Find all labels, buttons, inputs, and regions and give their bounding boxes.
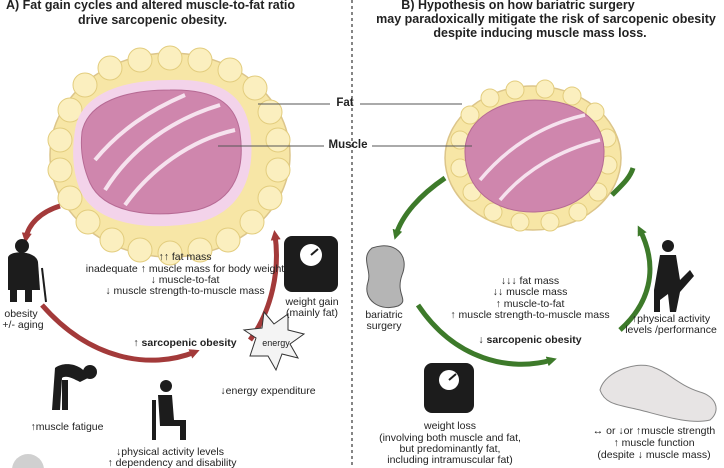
- green-arrow-right: [618, 225, 653, 332]
- aging-label: +/- aging: [2, 319, 44, 331]
- weight-loss-detail-1: (involving both muscle and fat,: [379, 432, 521, 444]
- activity-levels-label: ↓physical activity levels: [116, 446, 224, 458]
- panel-b-strength-ratio: ↑ muscle strength-to-muscle mass: [450, 309, 610, 321]
- dependency-label: ↑ dependency and disability: [107, 457, 237, 468]
- muscle-fascicles-small: [478, 113, 601, 202]
- scale-icon-b: [424, 363, 474, 413]
- panel-b-title-line1: B) Hypothesis on how bariatric surgery: [401, 0, 635, 12]
- weight-gain-detail: (mainly fat): [286, 307, 338, 319]
- weight-loss-detail-2: but predominantly fat,: [399, 443, 501, 455]
- panel-b-muscle-to-fat: ↑ muscle-to-fat: [495, 298, 565, 310]
- panel-b-fat-mass: ↓↓↓ fat mass: [500, 275, 560, 287]
- bariatric-label: bariatric: [365, 309, 403, 321]
- muscle-label: Muscle: [328, 139, 368, 151]
- despite-label: (despite ↓ muscle mass): [597, 449, 711, 461]
- elderly-person-icon: [8, 239, 47, 303]
- muscle-tissue-small: [464, 99, 605, 213]
- panel-a-muscle-to-fat: ↓ muscle-to-fat: [150, 274, 220, 286]
- energy-badge: energy: [262, 338, 290, 348]
- weight-loss-label: weight loss: [424, 420, 476, 432]
- muscle-tissue-large: [80, 89, 242, 215]
- muscle-fascicles-large: [93, 93, 236, 207]
- physical-activity-label: ↑physical activity: [631, 313, 711, 325]
- arm-muscle-icon: [599, 364, 717, 422]
- red-arrow-top-left: [21, 203, 61, 243]
- seated-person-icon: [152, 380, 186, 440]
- panel-b-title-line3: despite inducing muscle mass loss.: [433, 26, 647, 40]
- muscle-fatigue-label: ↑muscle fatigue: [30, 421, 104, 433]
- function-label: ↑ muscle function: [613, 437, 695, 449]
- surgery-label: surgery: [366, 320, 402, 332]
- fat-label: Fat: [336, 97, 354, 109]
- person-exercising-icon: [654, 240, 694, 312]
- panel-b-title-line2: may paradoxically mitigate the risk of s…: [376, 12, 716, 26]
- bent-person-icon: [52, 364, 97, 410]
- green-arrow-bottom: [415, 303, 557, 367]
- strength-label: ↔ or ↓or ↑muscle strength: [592, 425, 716, 437]
- energy-expenditure-label: ↓energy expenditure: [220, 385, 316, 397]
- panel-a-strength-ratio: ↓ muscle strength-to-muscle mass: [105, 285, 265, 297]
- stomach-icon: [366, 245, 405, 308]
- scale-icon: [284, 236, 338, 292]
- green-arrow-top-left: [392, 175, 447, 240]
- red-arrow-bottom: [40, 303, 200, 363]
- panel-a-muscle-mass: inadequate ↑ muscle mass for body weight: [85, 263, 285, 275]
- performance-label: levels /performance: [625, 324, 717, 336]
- panel-a-fat-mass: ↑↑ fat mass: [158, 251, 212, 263]
- panel-b-muscle-mass: ↓↓ muscle mass: [492, 286, 568, 298]
- obesity-label: obesity: [4, 308, 38, 320]
- weight-loss-detail-3: including intramuscular fat): [387, 454, 513, 466]
- panel-a-sarcopenic: ↑ sarcopenic obesity: [133, 337, 237, 349]
- weight-gain-label: weight gain: [285, 296, 339, 308]
- corner-circle: [12, 454, 44, 468]
- panel-a-title-line1: A) Fat gain cycles and altered muscle-to…: [6, 0, 295, 12]
- green-arrow-top-right: [610, 167, 636, 197]
- panel-b-sarcopenic: ↓ sarcopenic obesity: [478, 334, 582, 346]
- panel-a-title-line2: drive sarcopenic obesity.: [78, 13, 228, 27]
- energy-burst-icon: [242, 310, 306, 372]
